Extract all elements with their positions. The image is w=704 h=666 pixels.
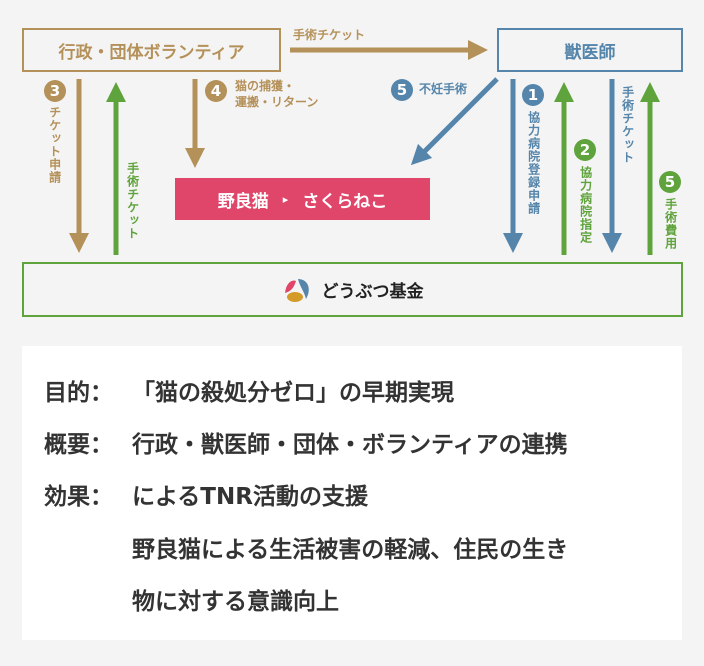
step5-surgery-badge: 5 xyxy=(391,79,413,101)
step5-surgery-label: 不妊手術 xyxy=(419,82,468,96)
step1-label: 協力病院登録申請 xyxy=(526,111,541,215)
step4-label: 猫の捕獲・ 運搬・リターン xyxy=(235,79,318,110)
step5-fee-badge: 5 xyxy=(659,171,681,193)
purpose-row: 目的： 「猫の殺処分ゼロ」の早期実現 xyxy=(44,373,454,407)
purpose-key: 目的： xyxy=(44,380,113,406)
cat-box: 野良猫 ▸ さくらねこ xyxy=(175,178,430,220)
arrows-layer xyxy=(69,40,660,255)
step2-label: 協力病院指定 xyxy=(578,166,593,244)
step2-badge: 2 xyxy=(574,139,596,161)
arrow-surgery xyxy=(410,77,499,166)
summary-panel: 目的： 「猫の殺処分ゼロ」の早期実現 概要： 行政・獣医師・団体・ボランティアの… xyxy=(22,346,682,640)
overview-row: 概要： 行政・獣医師・団体・ボランティアの連携 xyxy=(44,425,568,459)
effect-row-3: 物に対する意識向上 xyxy=(132,582,339,616)
triangle-arrow-icon: ▸ xyxy=(282,192,289,206)
step3-label: チケット申請 xyxy=(47,106,62,184)
cat-from: 野良猫 xyxy=(217,191,269,212)
effect-text-2: 野良猫による生活被害の軽減、住民の生き xyxy=(132,537,569,563)
gov-ticket-label: 手術チケット xyxy=(125,162,140,240)
effect-text-3: 物に対する意識向上 xyxy=(132,589,339,615)
gov-volunteer-box: 行政・団体ボランティア xyxy=(22,28,281,72)
fund-logo-icon xyxy=(284,278,309,302)
fund-box: どうぶつ基金 xyxy=(22,262,683,317)
effect-text-1: によるTNR活動の支援 xyxy=(132,484,368,510)
top-arrow-label: 手術チケット xyxy=(293,28,366,42)
vet-box: 獣医師 xyxy=(497,28,683,72)
step3-badge: 3 xyxy=(44,80,66,102)
fund-name: どうぶつ基金 xyxy=(321,282,424,302)
step4-line1: 猫の捕獲・ xyxy=(235,79,296,93)
step4-line2: 運搬・リターン xyxy=(235,94,319,109)
overview-text: 行政・獣医師・団体・ボランティアの連携 xyxy=(132,432,568,458)
step5-fee-label: 手術費用 xyxy=(663,198,678,250)
effect-row-2: 野良猫による生活被害の軽減、住民の生き xyxy=(132,530,568,564)
vet-ticket-label: 手術チケット xyxy=(620,86,635,164)
overview-key: 概要： xyxy=(44,432,113,458)
purpose-text: 「猫の殺処分ゼロ」の早期実現 xyxy=(132,380,454,406)
cat-to: さくらねこ xyxy=(302,191,388,212)
step1-badge: 1 xyxy=(522,84,544,106)
effect-key: 効果： xyxy=(44,484,113,510)
step4-badge: 4 xyxy=(205,80,227,102)
effect-row: 効果： によるTNR活動の支援 xyxy=(44,477,368,511)
